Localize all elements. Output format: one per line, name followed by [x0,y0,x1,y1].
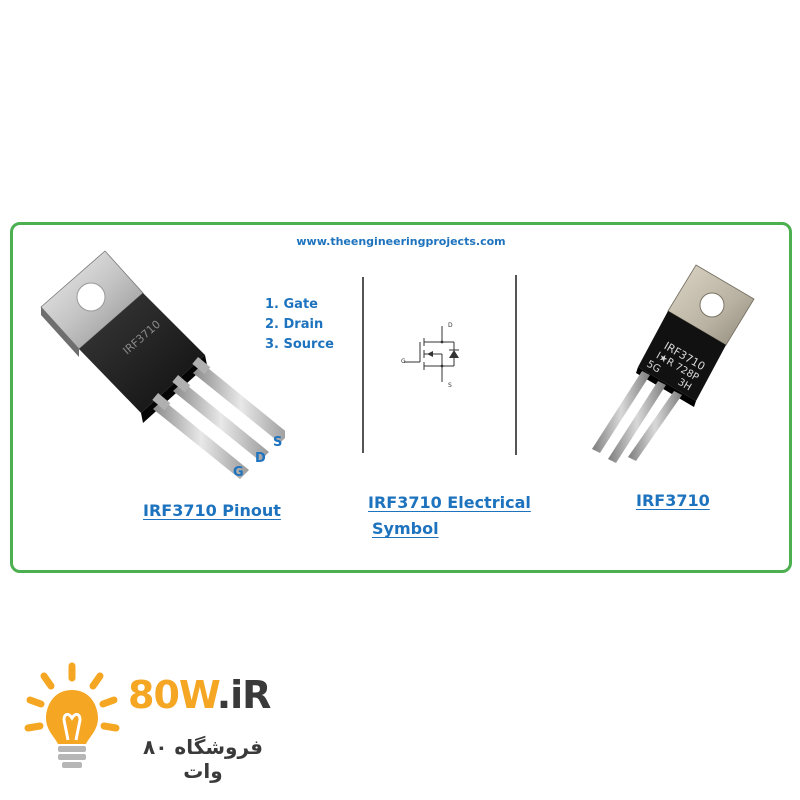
symbol-label-d: D [448,322,453,329]
brand-number: 80 [128,673,180,717]
website-url[interactable]: www.theengineeringprojects.com [296,235,506,248]
brand-logo-text[interactable]: 80W.iR [128,673,272,717]
caption-symbol-line2[interactable]: Symbol [372,519,439,538]
pin-item-gate: 1. Gate [265,297,318,312]
caption-photo[interactable]: IRF3710 [636,491,710,510]
brand-domain: .iR [216,673,272,717]
content-panel: www.theengineeringprojects.com [10,222,792,573]
pin-list: 1. Gate 2. Drain 3. Source [265,295,334,355]
pin-letter-g: G [233,465,244,480]
lightbulb-icon [24,662,120,768]
pin-item-drain: 2. Drain [265,317,324,332]
transistor-legs [152,357,285,479]
brand-tagline: فروشگاه ۸۰ وات [143,735,263,783]
brand-w: W [178,673,218,717]
transistor-photo: IRF3710 I★R 728P 5G 3H [592,264,755,463]
symbol-label-g: G [401,358,406,365]
caption-pinout[interactable]: IRF3710 Pinout [143,501,281,520]
pin-letter-d: D [255,451,266,466]
mosfet-symbol [404,326,459,382]
photo-legs [592,371,682,463]
divider-right [515,275,517,455]
symbol-label-s: S [448,382,452,389]
transistor-illustration: IRF3710 [40,250,285,479]
divider-left [362,277,364,453]
pin-letter-s: S [273,435,283,450]
pin-item-source: 3. Source [265,337,334,352]
caption-symbol-line1[interactable]: IRF3710 Electrical [368,493,531,512]
